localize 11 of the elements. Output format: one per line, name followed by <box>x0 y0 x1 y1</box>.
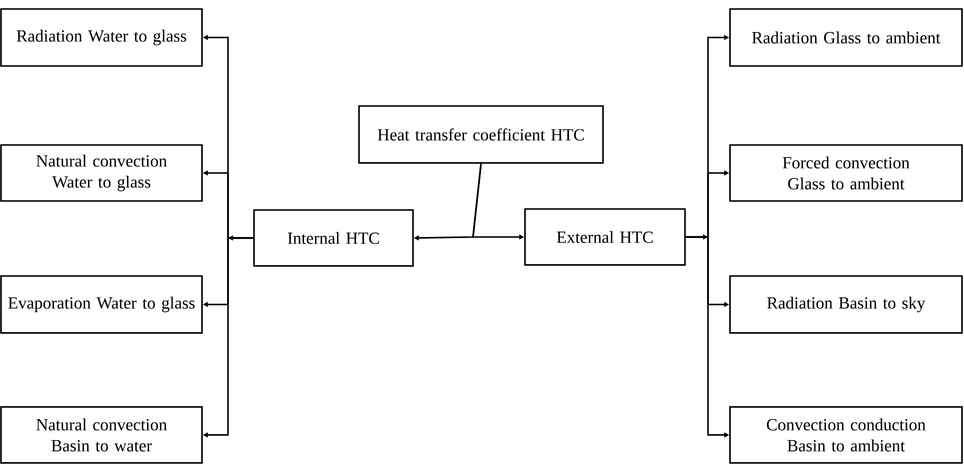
text-box: External HTC <box>524 208 686 266</box>
text-box: Natural convection Basin to water <box>0 406 203 464</box>
text-box: Radiation Basin to sky <box>729 275 963 334</box>
text-box: Internal HTC <box>253 209 414 267</box>
text-box: Radiation Water to glass <box>0 8 203 67</box>
text-box: Radiation Glass to ambient <box>729 8 963 67</box>
text-box: Evaporation Water to glass <box>0 275 203 334</box>
text-box: Heat transfer coefficient HTC <box>358 105 604 164</box>
text-box: Natural convection Water to glass <box>0 144 203 202</box>
text-box: Convection conduction Basin to ambient <box>729 406 963 464</box>
text-box: Forced convection Glass to ambient <box>729 144 963 202</box>
